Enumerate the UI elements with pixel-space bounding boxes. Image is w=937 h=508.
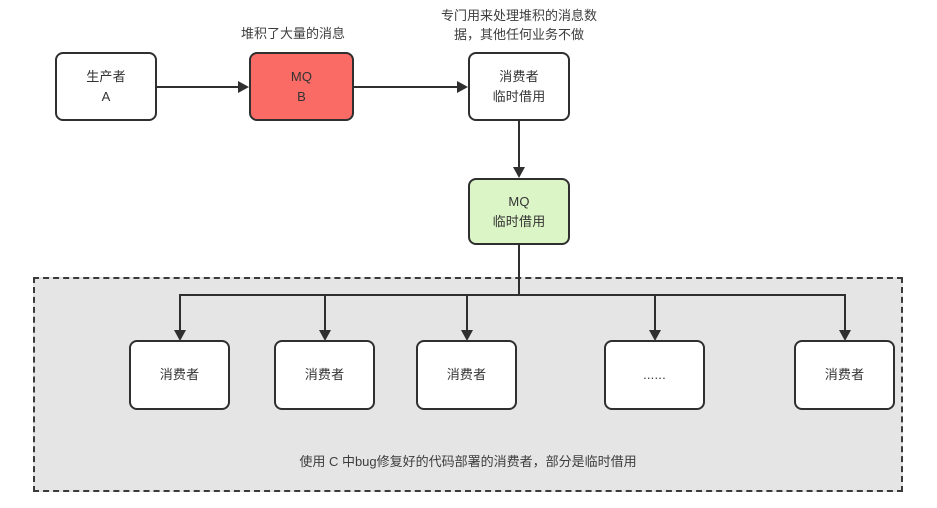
node-consumer-3[interactable]: 消费者 — [416, 340, 517, 410]
node-producer-a-line2: A — [101, 88, 111, 104]
node-consumer-ellipsis-label: ...... — [643, 367, 666, 382]
node-mq-b-line2: B — [297, 88, 306, 104]
node-consumer-1-label: 消费者 — [159, 367, 200, 382]
arrowhead-bus-drop-3 — [461, 330, 473, 341]
edge-bus-drop-4 — [654, 294, 656, 330]
node-consumer-ellipsis[interactable]: ...... — [604, 340, 705, 410]
node-consumer-temp-line1: 消费者 — [499, 68, 539, 84]
node-producer-a-line1: 生产者 — [86, 68, 126, 84]
node-mq-temp[interactable]: MQ 临时借用 — [468, 178, 570, 245]
edge-producer-to-mq-b — [157, 86, 238, 88]
arrowhead-producer-to-mq-b — [238, 81, 249, 93]
node-consumer-1[interactable]: 消费者 — [129, 340, 230, 410]
arrowhead-bus-drop-2 — [319, 330, 331, 341]
label-consumer-temp-purpose-line2: 据，其他任何业务不做 — [453, 27, 584, 42]
node-consumer-2[interactable]: 消费者 — [274, 340, 375, 410]
arrowhead-bus-drop-4 — [649, 330, 661, 341]
node-producer-a[interactable]: 生产者 A — [55, 52, 157, 121]
node-consumer-temp[interactable]: 消费者 临时借用 — [468, 52, 570, 121]
edge-bus-drop-2 — [324, 294, 326, 330]
arrowhead-consumer-temp-to-mq-temp — [513, 167, 525, 178]
label-consumer-temp-purpose: 专门用来处理堆积的消息数 据，其他任何业务不做 — [429, 6, 609, 44]
label-mq-backlog: 堆积了大量的消息 — [240, 26, 345, 41]
edge-bus-drop-3 — [466, 294, 468, 330]
arrowhead-bus-drop-5 — [839, 330, 851, 341]
edge-mq-b-to-consumer-temp — [354, 86, 457, 88]
node-mq-b[interactable]: MQ B — [249, 52, 354, 121]
label-consumer-temp-purpose-line1: 专门用来处理堆积的消息数 — [440, 8, 597, 23]
node-consumer-2-label: 消费者 — [304, 367, 345, 382]
consumer-group-caption: 使用 C 中bug修复好的代码部署的消费者，部分是临时借用 — [299, 454, 637, 469]
node-consumer-temp-line2: 临时借用 — [492, 88, 546, 104]
edge-bus-drop-5 — [844, 294, 846, 330]
arrowhead-mq-b-to-consumer-temp — [457, 81, 468, 93]
node-mq-temp-line1: MQ — [508, 193, 530, 209]
node-consumer-5[interactable]: 消费者 — [794, 340, 895, 410]
node-consumer-5-label: 消费者 — [824, 367, 865, 382]
edge-distribution-bus — [179, 294, 846, 296]
arrowhead-bus-drop-1 — [174, 330, 186, 341]
edge-consumer-temp-to-mq-temp — [518, 121, 520, 167]
node-mq-b-line1: MQ — [290, 68, 313, 84]
edge-bus-drop-1 — [179, 294, 181, 330]
edge-mq-temp-to-bus — [518, 245, 520, 295]
node-consumer-3-label: 消费者 — [446, 367, 487, 382]
node-mq-temp-line2: 临时借用 — [492, 213, 546, 229]
